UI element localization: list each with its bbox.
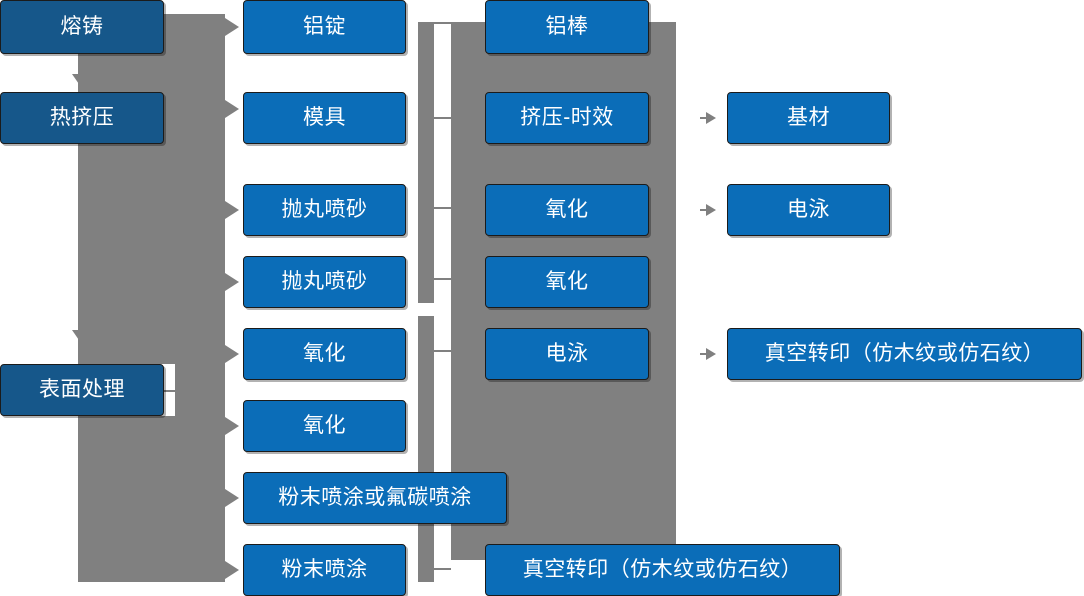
- process-node-label: 铝锭: [303, 15, 346, 39]
- process-node-label: 氧化: [303, 414, 346, 438]
- detail-node-electrophoresis[interactable]: 电泳: [485, 328, 649, 380]
- detail-node-label: 铝棒: [545, 15, 589, 39]
- surface-treat-link: [164, 390, 180, 392]
- process-node-label: 抛丸喷砂: [281, 270, 368, 294]
- process-node-label: 抛丸喷砂: [281, 198, 368, 222]
- output-arrow-head-1: [706, 112, 716, 124]
- mid-rung-5: [434, 350, 451, 352]
- process-node-powder-or-fluorocarbon[interactable]: 粉末喷涂或氟碳喷涂: [243, 472, 507, 524]
- output-arrow-head-3: [706, 348, 716, 360]
- branch-arrow-8: [225, 561, 239, 579]
- branch-arrow-2: [225, 100, 239, 118]
- mid-rung-2: [434, 117, 451, 119]
- process-node-powder-coating[interactable]: 粉末喷涂: [243, 544, 406, 596]
- process-node-mold[interactable]: 模具: [243, 92, 406, 144]
- melt-to-extrude-arrow: [72, 74, 90, 87]
- branch-arrow-1: [225, 18, 239, 36]
- process-node-aluminum-ingot[interactable]: 铝锭: [243, 0, 406, 54]
- detail-node-label: 氧化: [545, 198, 589, 222]
- mid-rung-6: [434, 568, 451, 570]
- output-arrow-head-2: [706, 204, 716, 216]
- branch-arrow-5: [225, 345, 239, 363]
- process-node-shot-blast-1[interactable]: 抛丸喷砂: [243, 184, 406, 236]
- mid-rung-4: [434, 278, 451, 280]
- process-node-oxidation-2[interactable]: 氧化: [243, 400, 406, 452]
- detail-node-oxidation-1[interactable]: 氧化: [485, 184, 649, 236]
- detail-node-aluminum-bar[interactable]: 铝棒: [485, 0, 649, 54]
- output-node-label: 基材: [787, 106, 830, 130]
- detail-node-oxidation-2[interactable]: 氧化: [485, 256, 649, 308]
- output-node-label: 电泳: [787, 198, 830, 222]
- detail-node-label: 挤压-时效: [520, 106, 614, 130]
- process-node-label: 粉末喷涂: [281, 558, 368, 582]
- mid-rung-3: [434, 207, 451, 209]
- stage-node-melt-cast[interactable]: 熔铸: [0, 0, 164, 54]
- detail-node-vacuum-transfer-bottom[interactable]: 真空转印（仿木纹或仿石纹）: [485, 544, 840, 596]
- detail-node-extrude-aging[interactable]: 挤压-时效: [485, 92, 649, 144]
- detail-node-label: 真空转印（仿木纹或仿石纹）: [522, 558, 803, 582]
- stage-node-label: 热挤压: [49, 106, 115, 130]
- branch-arrow-7: [225, 489, 239, 507]
- stage-node-label: 熔铸: [60, 15, 104, 39]
- branch-arrow-4: [225, 273, 239, 291]
- process-node-label: 模具: [303, 106, 346, 130]
- process-node-label: 氧化: [303, 342, 346, 366]
- process-node-label: 粉末喷涂或氟碳喷涂: [278, 486, 472, 510]
- output-node-vacuum-transfer[interactable]: 真空转印（仿木纹或仿石纹）: [727, 328, 1082, 380]
- stage-node-label: 表面处理: [39, 378, 125, 402]
- output-node-label: 真空转印（仿木纹或仿石纹）: [764, 342, 1045, 366]
- extrude-to-surface-arrow: [72, 330, 90, 343]
- detail-node-label: 电泳: [545, 342, 589, 366]
- stage-node-surface-treat[interactable]: 表面处理: [0, 364, 164, 416]
- detail-node-label: 氧化: [545, 270, 589, 294]
- mid-connector-left-bar-upper: [418, 22, 434, 303]
- output-node-electrophoresis[interactable]: 电泳: [727, 184, 890, 236]
- process-node-oxidation-1[interactable]: 氧化: [243, 328, 406, 380]
- stage-node-hot-extrude[interactable]: 热挤压: [0, 92, 164, 144]
- branch-arrow-3: [225, 201, 239, 219]
- process-node-shot-blast-2[interactable]: 抛丸喷砂: [243, 256, 406, 308]
- branch-arrow-6: [225, 417, 239, 435]
- output-node-substrate[interactable]: 基材: [727, 92, 890, 144]
- mid-rung-1: [434, 22, 451, 24]
- mid-connector-left-bar-lower: [418, 316, 434, 582]
